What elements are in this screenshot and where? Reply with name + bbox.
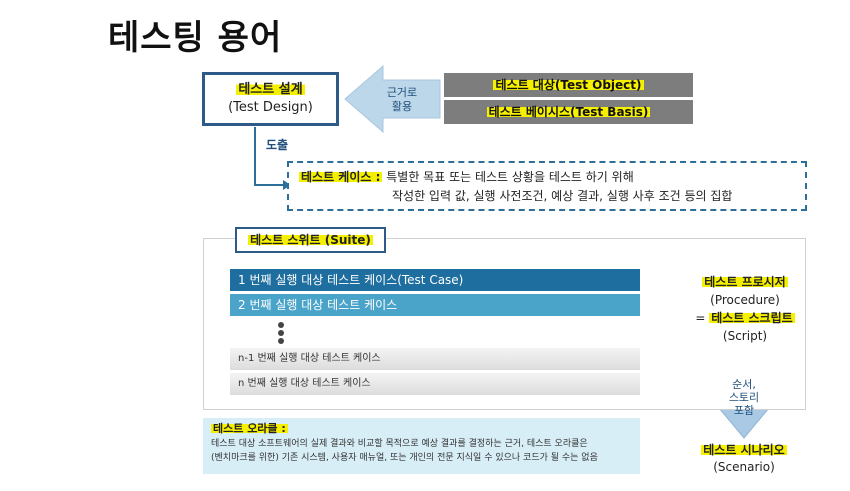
test-case-line1: 특별한 목표 또는 테스트 상황을 테스트 하기 위해 <box>386 170 634 184</box>
test-case-term: 테스트 케이스 : <box>299 170 383 184</box>
scenario-term: 테스트 시나리오 <box>701 443 787 457</box>
suite-row-n: n 번째 실행 대상 테스트 케이스 <box>230 373 640 395</box>
suite-row-n-1: n-1 번째 실행 대상 테스트 케이스 <box>230 348 640 370</box>
test-oracle-line1: 테스트 대상 소프트웨어의 실제 결과와 비교할 목적으로 예상 결과를 결정하… <box>211 439 588 449</box>
test-basis-label: 테스트 베이시스(Test Basis) <box>486 105 651 119</box>
derive-label: 도출 <box>266 138 289 152</box>
page-title: 테스팅 용어 <box>108 18 283 58</box>
ellipsis-dot-3 <box>278 338 284 344</box>
script-en: (Script) <box>722 329 768 343</box>
test-basis-bar: 테스트 베이시스(Test Basis) <box>444 100 693 124</box>
ellipsis-dot-2 <box>278 330 284 336</box>
arrow-label-line1: 근거로 <box>386 86 418 99</box>
test-design-en: (Test Design) <box>228 100 313 115</box>
scenario-en: (Scenario) <box>713 460 775 474</box>
test-case-line2: 작성한 입력 값, 실행 사전조건, 예상 결과, 실행 사후 조건 등의 집합 <box>392 189 733 203</box>
test-case-box: 테스트 케이스 : 특별한 목표 또는 테스트 상황을 테스트 하기 위해 작성… <box>287 161 807 211</box>
down-arrow-label: 순서, 스토리 포함 <box>714 378 774 417</box>
test-design-box: 테스트 설계 (Test Design) <box>202 72 339 126</box>
test-oracle-box: 테스트 오라클 : 테스트 대상 소프트웨어의 실제 결과와 비교할 목적으로 … <box>203 418 640 474</box>
test-object-bar: 테스트 대상(Test Object) <box>444 73 693 97</box>
left-arrow-shape <box>344 64 441 134</box>
test-suite-term: 테스트 스위트 (Suite) <box>248 233 373 247</box>
test-oracle-line2: (벤치마크를 위한) 기존 시스템, 사용자 매뉴얼, 또는 개인의 전문 지식… <box>211 453 598 463</box>
derive-connector <box>254 127 283 186</box>
scenario-label: 테스트 시나리오 (Scenario) <box>686 442 802 476</box>
arrow-label: 근거로 활용 <box>382 86 422 114</box>
arrow-label-line2: 활용 <box>391 100 413 113</box>
test-suite-title: 테스트 스위트 (Suite) <box>235 227 386 253</box>
down-arrow-line2: 스토리 <box>728 391 760 404</box>
suite-row-1: 1 번째 실행 대상 테스트 케이스(Test Case) <box>230 269 640 291</box>
procedure-eq: = <box>695 311 706 325</box>
test-object-label: 테스트 대상(Test Object) <box>493 78 644 92</box>
down-arrow-line3: 포함 <box>733 404 755 417</box>
suite-row-2: 2 번째 실행 대상 테스트 케이스 <box>230 294 640 316</box>
test-oracle-term: 테스트 오라클 : <box>211 422 288 435</box>
procedure-term: 테스트 프로시저 <box>702 275 788 289</box>
procedure-label: 테스트 프로시저 (Procedure) = 테스트 스크립트 (Script) <box>680 273 810 345</box>
test-design-term: 테스트 설계 <box>236 82 305 97</box>
procedure-en: (Procedure) <box>710 293 780 307</box>
script-term: 테스트 스크립트 <box>709 311 795 325</box>
down-arrow-line1: 순서, <box>732 378 756 391</box>
ellipsis-dot-1 <box>278 322 284 328</box>
